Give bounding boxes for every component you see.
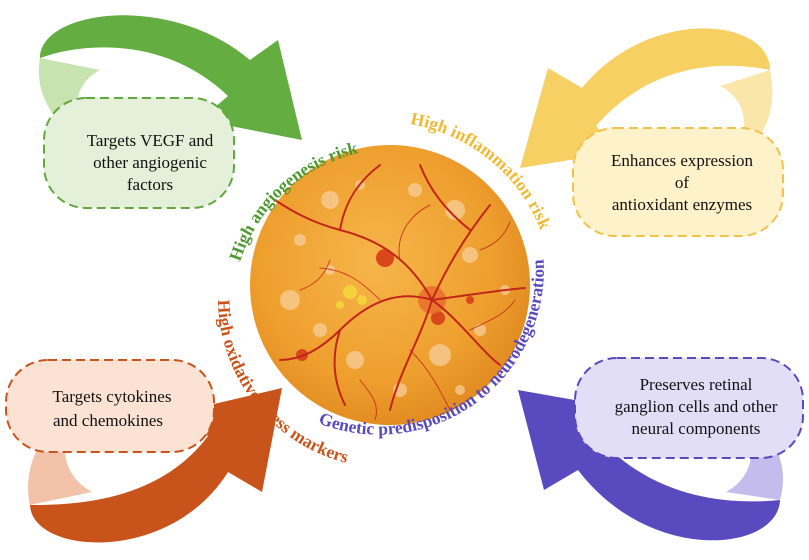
yellow-box-line-3: antioxidant enzymes <box>612 195 752 214</box>
orange-box: Targets cytokines and chemokines <box>5 359 215 453</box>
retina-fundus-icon <box>250 145 530 425</box>
yellow-box: Enhances expression of antioxidant enzym… <box>572 127 784 237</box>
yellow-box-line-1: Enhances expression <box>611 151 754 170</box>
yellow-arrow <box>520 28 773 168</box>
purple-box-line-2: ganglion cells and other <box>615 397 778 416</box>
green-box-line-2: other angiogenic <box>93 153 207 172</box>
green-box-line-1: Targets VEGF and <box>87 131 214 150</box>
green-box: Targets VEGF and other angiogenic factor… <box>43 97 235 209</box>
purple-box-line-1: Preserves retinal <box>640 375 753 394</box>
purple-box-line-3: neural components <box>632 419 761 438</box>
purple-box: Preserves retinal ganglion cells and oth… <box>574 357 804 459</box>
yellow-box-line-2: of <box>675 173 690 192</box>
orange-box-line-1: Targets cytokines <box>53 387 172 406</box>
green-box-line-3: factors <box>127 175 173 194</box>
orange-box-line-2: and chemokines <box>53 411 163 430</box>
orange-arrow <box>28 388 282 543</box>
